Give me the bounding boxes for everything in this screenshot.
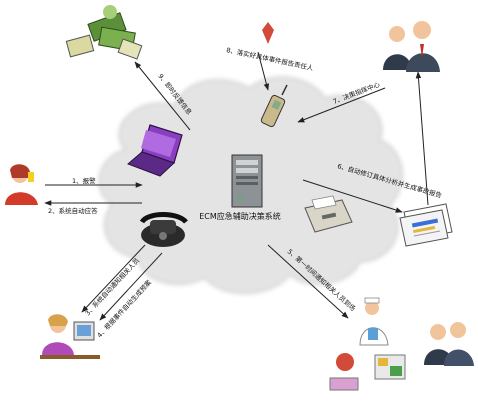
arrow-step-3 — [81, 244, 146, 313]
mobile-phone-icon — [260, 22, 288, 128]
fax-icon — [304, 195, 353, 233]
step-label-2: 2、系统自动应答 — [48, 206, 98, 215]
arrow-step-6 — [302, 179, 403, 213]
calling-woman-icon — [5, 164, 38, 205]
arrow-step-5 — [267, 244, 349, 319]
system-title: ECM应急辅助决策系统 — [199, 211, 281, 221]
arrow-step-9 — [134, 61, 191, 131]
office-worker-icon — [40, 314, 100, 359]
flow-arrows — [44, 51, 429, 321]
laptop-icon — [127, 124, 183, 177]
money-person-icon — [65, 5, 143, 60]
arrow-report-to-executives — [415, 71, 429, 206]
server-icon — [231, 154, 263, 208]
report-icon — [399, 203, 453, 247]
arrow-step-8 — [257, 51, 270, 91]
step-label-4: 4、根据事件自动生成预案 — [95, 278, 154, 340]
medical-team-icon — [329, 297, 406, 391]
step-label-1: 1、报警 — [72, 176, 96, 185]
doctors-icon — [424, 322, 474, 366]
arrow-step-4 — [99, 252, 163, 321]
arrow-step-7 — [297, 87, 386, 123]
step-label-8: 8、落实好具体事件报告责任人 — [226, 45, 315, 72]
telephone-icon — [139, 212, 188, 247]
step-label-3: 3、系统自动通知相关人员 — [83, 256, 142, 318]
executives-icon — [383, 21, 440, 72]
